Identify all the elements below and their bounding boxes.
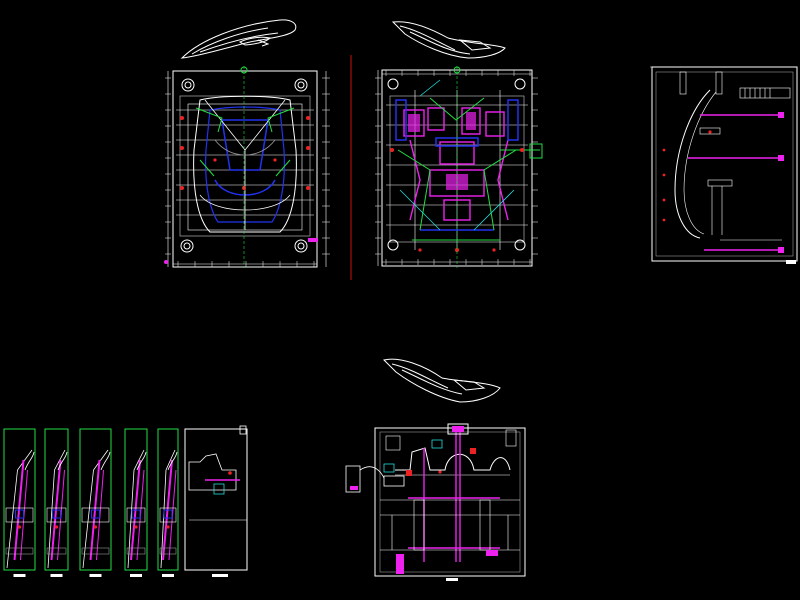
- slider-section-6: [184, 425, 248, 577]
- view-assembly-section[interactable]: [345, 423, 526, 581]
- view-bottom-mold-plan[interactable]: [375, 66, 543, 268]
- slider-section-2: [44, 428, 69, 577]
- view-slider-sections[interactable]: [3, 425, 248, 577]
- slider-section-5: [157, 428, 179, 577]
- slider-section-3: [79, 428, 112, 577]
- part-sketch-bottom: [383, 358, 501, 403]
- view-side-section[interactable]: [650, 66, 798, 264]
- view-top-mold-plan[interactable]: [164, 66, 330, 268]
- slider-section-1: [3, 428, 36, 577]
- slider-section-4: [124, 428, 148, 577]
- part-sketch-top-left: [180, 19, 297, 59]
- part-sketch-top-right: [391, 21, 506, 59]
